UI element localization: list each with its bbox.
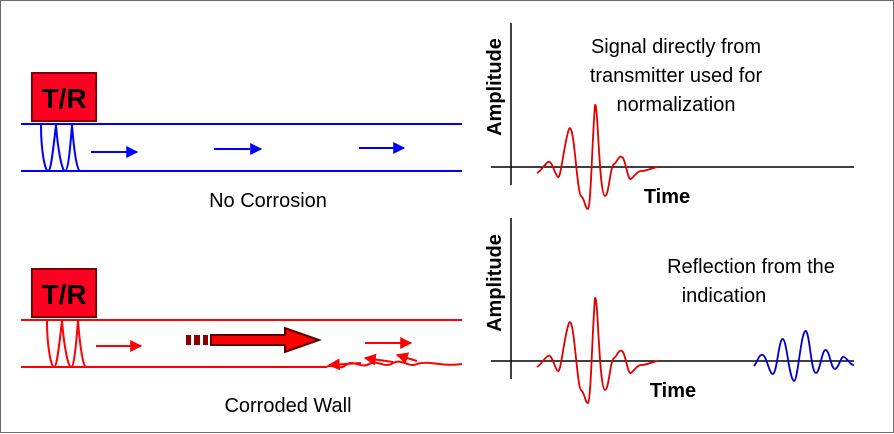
reflection-arrow	[395, 352, 418, 364]
reflection-arrow	[327, 358, 362, 371]
corroded-pipe-wall	[21, 360, 463, 369]
tr-box	[31, 72, 97, 122]
tr-label: T/R	[41, 279, 86, 310]
guided-wave-pulse	[46, 320, 87, 369]
transmitted-signal-waveform	[536, 104, 659, 210]
annotation-line: Signal directly from	[591, 36, 761, 58]
reflection-arrow	[363, 353, 394, 366]
no-corrosion-caption: No Corrosion	[209, 190, 327, 212]
annotation-line: indication	[682, 285, 767, 307]
reflected-signal-waveform	[753, 330, 855, 382]
corroded-wall-panel: T/R Corroded Wall	[21, 268, 463, 417]
y-axis-label: Amplitude	[484, 38, 506, 136]
reflection-signal-plot: Amplitude Time Reflection from the indic…	[484, 218, 855, 404]
annotation-line: Reflection from the	[667, 256, 835, 278]
corroded-wall-caption: Corroded Wall	[224, 395, 351, 417]
tr-label: T/R	[41, 83, 86, 114]
tr-box	[31, 268, 97, 318]
x-axis-label: Time	[644, 186, 690, 208]
x-axis-label: Time	[650, 380, 696, 402]
energy-arrow	[186, 326, 323, 354]
no-corrosion-panel: T/R No Corrosion	[21, 72, 462, 212]
guided-wave-pulse	[40, 124, 81, 173]
transmitted-signal-waveform	[536, 297, 659, 404]
annotation-line: transmitter used for	[590, 65, 763, 87]
transmitted-signal-plot: Amplitude Time Signal directly from tran…	[484, 23, 854, 210]
annotation-line: normalization	[617, 94, 736, 116]
y-axis-label: Amplitude	[484, 234, 506, 332]
